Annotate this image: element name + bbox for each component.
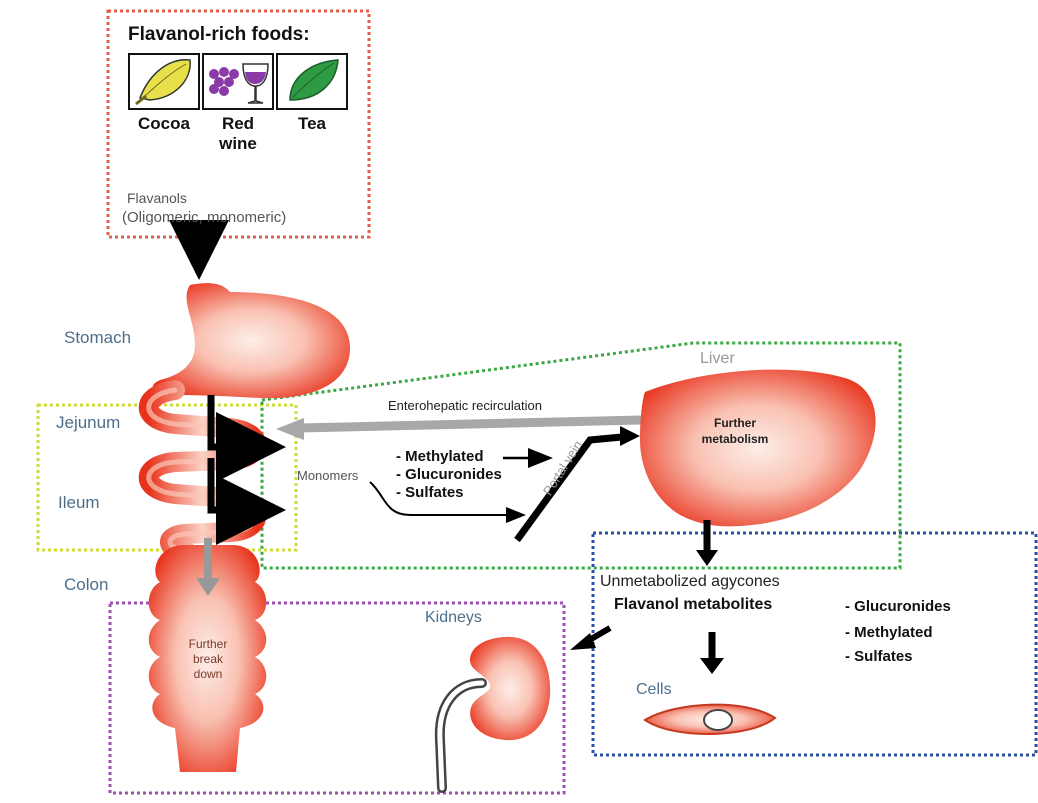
- flavanol-metabolites-label: Flavanol metabolites: [614, 596, 772, 614]
- monomer-form-glucuronides: - Glucuronides: [396, 466, 502, 484]
- stomach-shape: [153, 283, 350, 398]
- monomer-form-methylated: - Methylated: [396, 448, 484, 466]
- stomach-label: Stomach: [64, 328, 131, 348]
- ureter: [440, 683, 482, 788]
- unmetabolized-label: Unmetabolized agycones: [600, 573, 780, 591]
- metabolite-form-methylated: - Methylated: [845, 624, 933, 642]
- foods-title: Flavanol-rich foods:: [128, 24, 310, 46]
- monomers-label: Monomers: [297, 468, 358, 483]
- metabolite-form-sulfates: - Sulfates: [845, 648, 913, 666]
- flavanols-label: Flavanols: [127, 190, 187, 206]
- grapes-wine-icon: [203, 54, 273, 109]
- kidney-shape: [470, 637, 550, 740]
- colon-inside-label: Further break down: [178, 637, 238, 682]
- colon-label: Colon: [64, 575, 108, 595]
- tea-leaf-icon: [277, 54, 347, 109]
- cells-label: Cells: [636, 681, 672, 699]
- liver-shape: [640, 370, 876, 527]
- cocoa-pod-icon: [129, 54, 199, 109]
- ileum-label: Ileum: [58, 493, 100, 513]
- food-label-cocoa: Cocoa: [128, 114, 200, 134]
- arrow-enterohepatic: [300, 420, 642, 428]
- food-label-red-wine: Red wine: [202, 114, 274, 154]
- jejunum-label: Jejunum: [56, 413, 120, 433]
- small-intestine-shape: [149, 390, 257, 550]
- enterohepatic-label: Enterohepatic recirculation: [388, 398, 542, 413]
- liver-inside-label: Further metabolism: [685, 415, 785, 447]
- kidneys-label: Kidneys: [425, 609, 482, 627]
- cell-nucleus: [704, 710, 732, 730]
- flavanols-types-label: (Oligomeric, monomeric): [122, 209, 286, 226]
- metabolite-form-glucuronides: - Glucuronides: [845, 598, 951, 616]
- food-label-tea: Tea: [276, 114, 348, 134]
- liver-label: Liver: [700, 350, 735, 368]
- monomer-form-sulfates: - Sulfates: [396, 484, 464, 502]
